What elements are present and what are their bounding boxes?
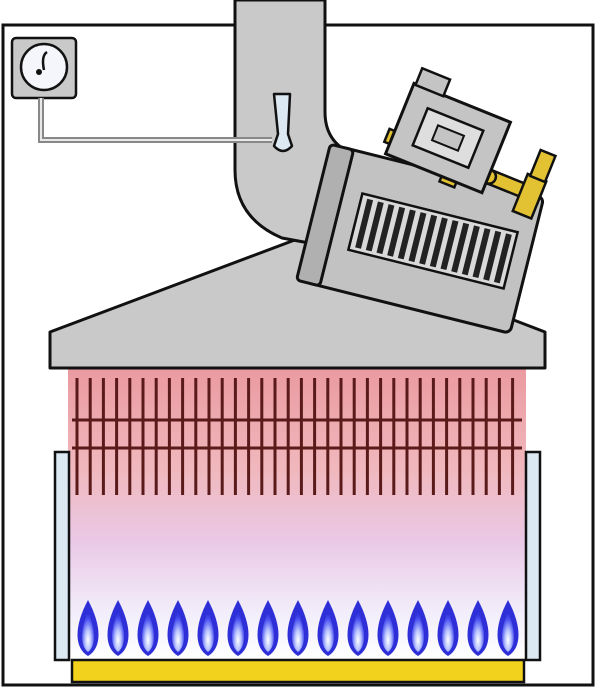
fan-louver — [493, 233, 512, 284]
flame — [317, 600, 339, 656]
flame — [347, 600, 369, 656]
fan-louver — [461, 225, 480, 276]
flame — [467, 600, 489, 656]
flame — [407, 600, 429, 656]
fan-louver — [472, 228, 491, 279]
fan-louver — [387, 206, 406, 257]
flame — [137, 600, 159, 656]
fan-louver — [440, 220, 459, 271]
fan-louver — [408, 212, 427, 263]
heat-exchanger — [72, 378, 522, 495]
fan-louver — [376, 204, 395, 255]
fan-assembly — [295, 143, 545, 334]
flame — [257, 600, 279, 656]
fan-louver — [355, 198, 374, 249]
flame — [287, 600, 309, 656]
flame — [227, 600, 249, 656]
fan-louver — [451, 222, 470, 273]
fan-louver — [483, 230, 502, 281]
flame — [197, 600, 219, 656]
pressure-switch — [272, 92, 294, 153]
flue-pipe — [233, 0, 347, 247]
flame — [497, 600, 519, 656]
sight-glass-right — [524, 450, 542, 662]
burner-bar — [70, 658, 526, 684]
burner-flames — [77, 600, 519, 656]
flame — [107, 600, 129, 656]
flame — [437, 600, 459, 656]
fan-louver — [397, 209, 416, 260]
flame — [77, 600, 99, 656]
fan-louver — [365, 201, 384, 252]
pressure-gauge — [10, 36, 78, 100]
flame — [167, 600, 189, 656]
sight-glass-left — [53, 450, 71, 662]
flame — [377, 600, 399, 656]
fan-motor — [383, 66, 513, 195]
fan-louver — [429, 217, 448, 268]
fan-louver — [419, 214, 438, 265]
